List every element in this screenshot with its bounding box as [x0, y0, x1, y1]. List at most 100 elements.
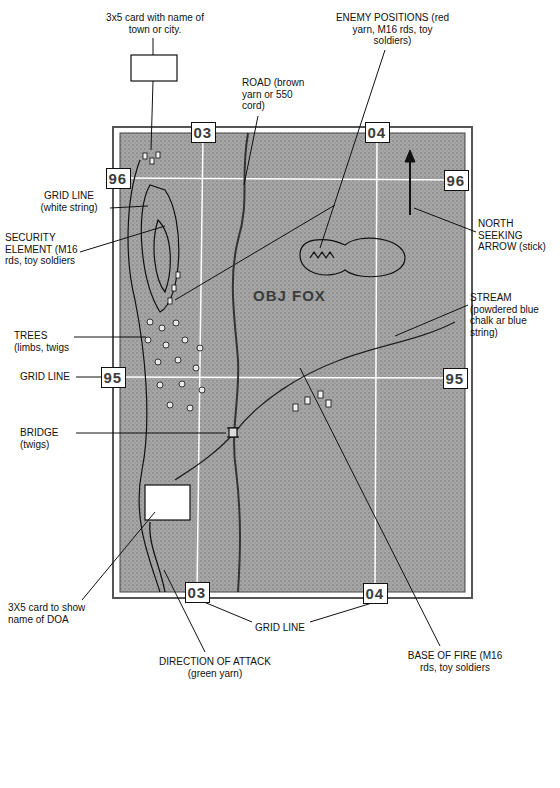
bridge-twigs: [227, 428, 239, 437]
toy-soldiers: [168, 298, 172, 304]
security-callout: SECURITY ELEMENT (M16 rds, toy soldiers: [5, 232, 83, 267]
grid-number-box: 95: [101, 367, 126, 388]
trees: [173, 320, 179, 326]
stream-line: [175, 322, 455, 480]
grid-number: 96: [109, 171, 128, 186]
toy-soldiers: [172, 285, 176, 291]
terrain-contour: [175, 205, 335, 300]
board-frame: [113, 127, 472, 598]
enemy-position: [300, 238, 405, 277]
grid-callout: GRID LINE: [240, 622, 320, 634]
leader-line: [82, 512, 155, 600]
trees: [175, 357, 181, 363]
trees: [159, 325, 165, 331]
board-frame: [120, 133, 465, 592]
grid-string: [120, 178, 465, 180]
index-card: [131, 55, 190, 520]
leader-line: [300, 368, 440, 646]
toy-soldiers: [318, 391, 323, 398]
grid-number: 03: [188, 585, 207, 600]
grid-number: 96: [447, 173, 466, 188]
grid-string: [197, 133, 203, 592]
north-arrow-stick: [405, 150, 415, 215]
north-arrow-callout: NORTH SEEKING ARROW (stick): [478, 218, 552, 253]
attack-yarn: [150, 522, 165, 592]
bridge-twigs: [229, 428, 237, 437]
grid-number-box: 03: [185, 582, 210, 603]
card-callout: 3X5 card to show name of DOA: [8, 602, 98, 625]
grid-number-box: 95: [443, 368, 468, 389]
trees: [199, 387, 205, 393]
toy-soldiers: [293, 404, 298, 411]
leader-line: [244, 116, 258, 185]
leader-line: [76, 433, 226, 434]
grid-string: [375, 133, 377, 592]
grid-number-box: 03: [191, 122, 216, 143]
road-callout: ROAD (brown yarn or 550 cord): [242, 77, 312, 112]
grid-callout: GRID LINE (white string): [30, 190, 108, 213]
attack-callout: DIRECTION OF ATTACK (green yarn): [150, 656, 280, 679]
leader-line: [74, 38, 476, 652]
grid-callout: GRID LINE: [20, 371, 76, 383]
index-card: [131, 55, 177, 81]
toy-soldiers: [305, 397, 310, 404]
terrain-contour: [141, 185, 179, 312]
terrain-board: 0304969695950304OBJ FOX: [113, 127, 472, 598]
leader-line: [204, 602, 252, 622]
leader-line: [395, 305, 468, 336]
grid-string: [120, 133, 465, 592]
grid-number-box: 04: [365, 122, 390, 143]
trees: [145, 319, 205, 411]
grid-number: 95: [104, 370, 123, 385]
toy-soldiers: [143, 152, 331, 411]
leader-line: [110, 206, 148, 208]
toy-soldiers: [176, 272, 180, 278]
toy-soldiers: [156, 152, 160, 158]
trees: [145, 337, 151, 343]
toy-soldiers: [150, 158, 154, 164]
trees: [155, 359, 161, 365]
bridge-callout: BRIDGE (twigs): [20, 427, 76, 450]
grid-number-box: 04: [363, 583, 388, 604]
attack-yarn: [150, 522, 165, 592]
trees: [197, 345, 203, 351]
trees: [157, 382, 163, 388]
stream-line: [175, 322, 455, 480]
leader-line: [80, 226, 165, 252]
leader-line: [414, 208, 476, 232]
leader-line: [320, 50, 385, 248]
trees: [187, 405, 193, 411]
leader-line: [153, 38, 154, 55]
north-arrow-stick: [405, 150, 415, 162]
leader-line: [151, 81, 153, 150]
trees: [163, 342, 169, 348]
index-card: [145, 485, 190, 520]
grid-number: 04: [368, 125, 387, 140]
grid-number: 03: [194, 125, 213, 140]
trees-callout: TREES (limbs, twigs: [14, 330, 76, 353]
grid-number: 95: [446, 371, 465, 386]
grid-number: 04: [366, 586, 385, 601]
stream-callout: STREAM (powdered blue chalk ar blue stri…: [470, 292, 554, 338]
card-callout: 3x5 card with name of town or city.: [95, 12, 215, 35]
terrain-contour: [154, 220, 170, 292]
leader-line: [74, 337, 146, 338]
trees: [147, 319, 153, 325]
enemy-position: [300, 238, 405, 277]
trees: [179, 381, 185, 387]
road-yarn: [233, 133, 248, 592]
trees: [193, 365, 199, 371]
enemy-position: [310, 252, 334, 258]
objective-name: OBJ FOX: [253, 287, 326, 304]
grid-number-box: 96: [106, 168, 131, 189]
trees: [182, 337, 188, 343]
board-frame: [113, 127, 472, 598]
grid-string: [120, 377, 465, 378]
toy-soldiers: [143, 153, 147, 159]
toy-soldiers: [326, 400, 331, 407]
leader-line: [310, 603, 372, 622]
trees: [167, 402, 173, 408]
terrain-contour: [128, 160, 160, 592]
grid-number-box: 96: [444, 170, 469, 191]
